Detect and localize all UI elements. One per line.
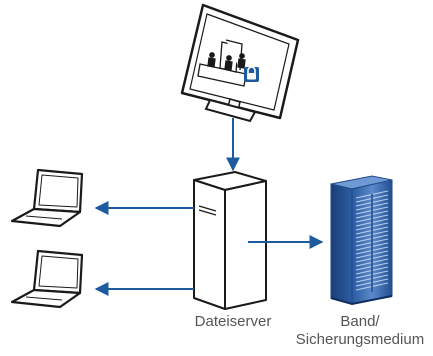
- monitor-with-shared-folder-icon: [180, 3, 300, 123]
- tape-backup-label-line2: Sicherungsmedium: [295, 331, 425, 348]
- tape-backup-rack-icon: [330, 175, 393, 306]
- shared-folder-icon: [197, 39, 247, 87]
- tape-backup-label-line1: Band/: [340, 313, 380, 330]
- tape-backup-label: Band/ Sicherungsmedium: [290, 313, 430, 349]
- laptop-icon: [10, 249, 84, 309]
- lock-icon: [244, 66, 259, 82]
- file-server-tower-icon: [193, 171, 267, 310]
- file-server-label: Dateiserver: [194, 313, 272, 330]
- laptop-icon: [10, 168, 84, 228]
